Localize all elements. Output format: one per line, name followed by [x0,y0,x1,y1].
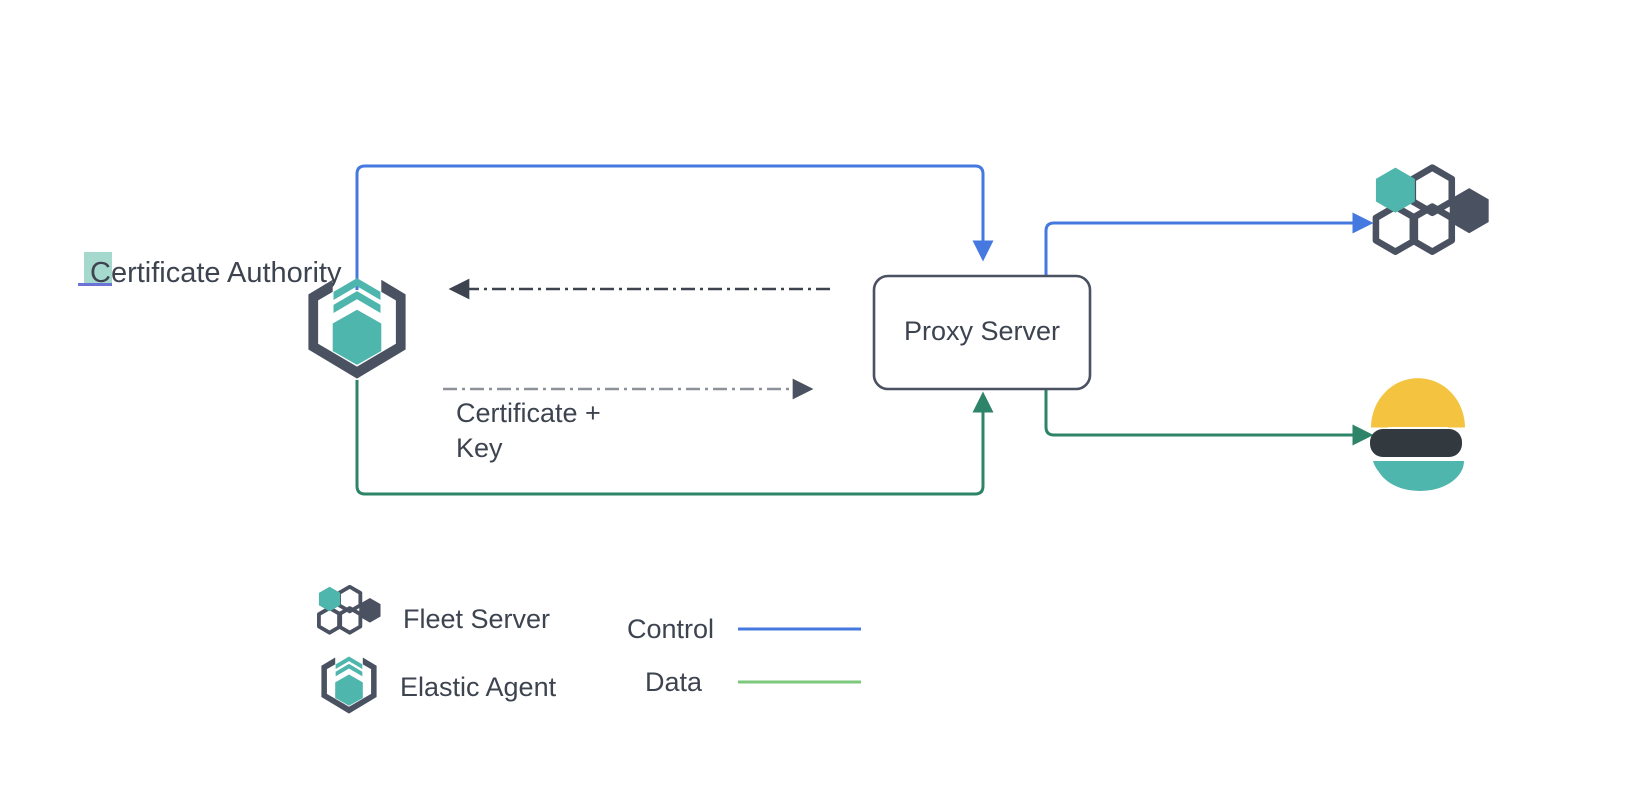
edge-data-proxy-to-elasticsearch [1044,389,1374,446]
elastic-agent-icon [321,656,377,714]
fleet-server-icon [1372,164,1489,255]
legend: Fleet Server Elastic Agent Control Data [317,584,861,714]
certificate-key-line2: Key [456,433,503,463]
edge-data-agent-to-proxy [355,380,994,496]
node-elasticsearch[interactable] [1370,378,1465,491]
elasticsearch-icon [1370,378,1465,491]
node-fleet-server[interactable] [1372,164,1489,255]
certificate-authority-label: Certificate Authority [90,257,342,289]
elastic-agent-icon [308,278,406,379]
certificate-authority-highlight [84,252,112,285]
legend-label-data: Data [645,667,703,697]
node-certificate-authority[interactable]: Certificate Authority [78,252,406,379]
node-proxy-server[interactable]: Proxy Server [872,274,1092,391]
legend-item-elastic-agent: Elastic Agent [321,656,557,714]
certificate-authority-underline [78,283,112,286]
legend-item-fleet-server: Fleet Server [317,584,550,635]
proxy-server-box[interactable] [872,274,1092,391]
legend-label-elastic-agent: Elastic Agent [400,672,557,702]
fleet-server-icon [317,584,381,635]
edge-control-agent-to-proxy [355,164,994,290]
proxy-server-label: Proxy Server [904,316,1060,346]
legend-label-fleet-server: Fleet Server [403,604,550,634]
edge-label-certificate-key: Certificate + Key [456,398,601,463]
edge-control-proxy-to-fleet [1044,212,1374,278]
legend-item-control: Control [627,614,861,644]
legend-item-data: Data [645,667,861,697]
certificate-key-line1: Certificate + [456,398,601,428]
legend-label-control: Control [627,614,714,644]
